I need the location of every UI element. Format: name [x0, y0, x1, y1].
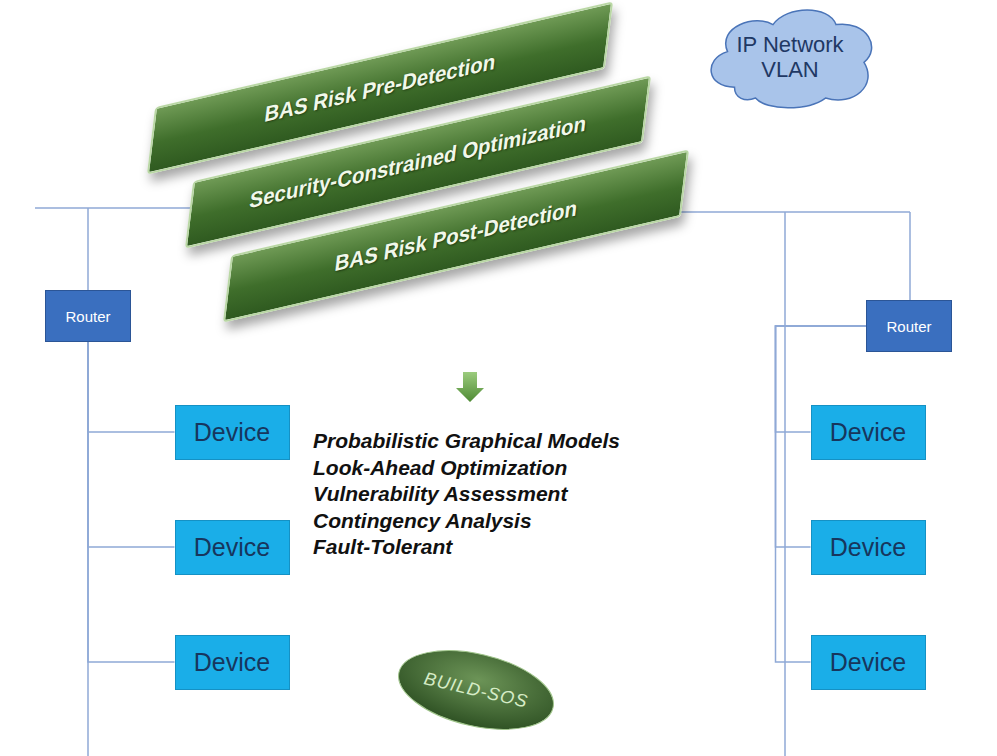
cloud-text: IP Network VLAN: [730, 32, 850, 83]
method-label: Probabilistic Graphical Models: [313, 428, 620, 455]
network-cloud: IP Network VLAN: [703, 3, 878, 111]
device-text: Device: [830, 648, 906, 677]
router-text: Router: [886, 318, 931, 335]
method-label: Vulnerability Assessment: [313, 481, 620, 508]
bus-lines: [35, 208, 910, 756]
device-box: Device: [811, 405, 926, 460]
slab-text: BAS Risk Pre-Detection: [263, 49, 497, 128]
router-box: Router: [45, 290, 131, 342]
network-link: [88, 342, 175, 662]
device-text: Device: [830, 418, 906, 447]
method-label: Contingency Analysis: [313, 508, 620, 535]
device-box: Device: [811, 520, 926, 575]
network-link: [776, 326, 867, 662]
cloud-outline: [711, 10, 872, 108]
method-list: Probabilistic Graphical ModelsLook-Ahead…: [313, 428, 620, 561]
down-arrow: [456, 372, 484, 402]
build-sos-oval: BUILD-SOS: [390, 636, 563, 744]
oval-outline: [391, 637, 561, 743]
method-label: Look-Ahead Optimization: [313, 455, 620, 482]
device-box: Device: [175, 405, 290, 460]
device-text: Device: [194, 533, 270, 562]
network-link: [88, 342, 175, 547]
method-label: Fault-Tolerant: [313, 534, 620, 561]
device-text: Device: [194, 418, 270, 447]
router-box: Router: [866, 300, 952, 352]
network-link: [88, 342, 175, 432]
device-text: Device: [194, 648, 270, 677]
bus-line: [909, 212, 911, 300]
device-box: Device: [175, 520, 290, 575]
bus-line: [87, 208, 89, 290]
device-box: Device: [811, 635, 926, 690]
bus-line: [784, 212, 786, 756]
slab-text: BAS Risk Post-Detection: [333, 195, 578, 276]
device-box: Device: [175, 635, 290, 690]
device-text: Device: [830, 533, 906, 562]
router-text: Router: [65, 308, 110, 325]
